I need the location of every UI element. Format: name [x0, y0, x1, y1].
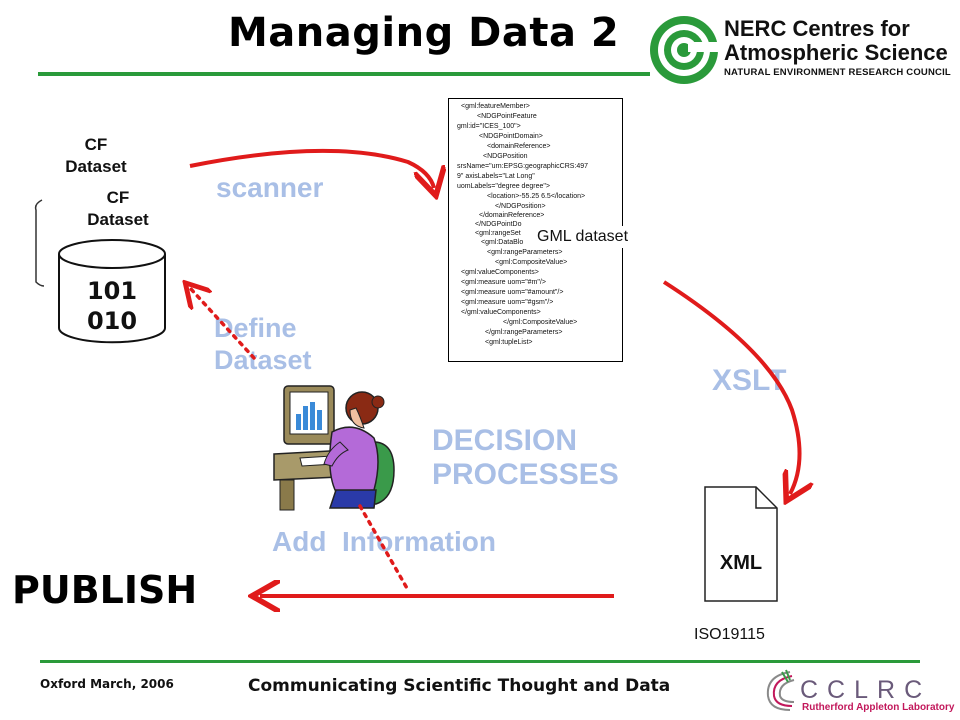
- header-divider: [38, 72, 650, 76]
- add-information-label: Add Information: [272, 526, 496, 557]
- scanner-label: scanner: [216, 172, 324, 203]
- gml-line: gml:id="ICES_100">: [457, 123, 521, 130]
- gml-line: <gml:rangeParameters>: [487, 249, 563, 256]
- gml-line: </gml:valueComponents>: [461, 309, 541, 316]
- gml-line: </NDGPointDo: [475, 221, 522, 228]
- dataset-cylinder-icon: [58, 239, 166, 344]
- add-information-arrow: [358, 504, 410, 592]
- footer-title: Communicating Scientific Thought and Dat…: [248, 676, 671, 696]
- gml-line: <gml:DataBlo: [481, 239, 524, 246]
- binary-data-text: 101 010: [86, 277, 138, 335]
- gml-line: </domainReference>: [479, 212, 545, 219]
- footer-divider: [40, 660, 920, 663]
- xml-label: XML: [719, 552, 763, 574]
- gml-line: <gml:CompositeValue>: [495, 259, 568, 266]
- gml-line: <gml:featureMember>: [461, 103, 530, 110]
- gml-line: <gml:tupleList>: [485, 339, 533, 346]
- gml-line: </NDGPosition>: [495, 203, 546, 210]
- define-dataset-arrow: [190, 288, 256, 360]
- nerc-logo-line3: NATURAL ENVIRONMENT RESEARCH COUNCIL: [724, 67, 951, 78]
- footer-date: Oxford March, 2006: [40, 677, 174, 691]
- gml-line: <gml:measure uom="#m"/>: [461, 279, 546, 286]
- gml-line: <gml:rangeSet: [475, 230, 521, 237]
- gml-line: <gml:measure uom="#gsm"/>: [461, 299, 554, 306]
- cf-dataset-back-label: CF Dataset: [65, 135, 127, 172]
- cclrc-logo-icon: [766, 669, 795, 711]
- scanner-arrow: [189, 148, 434, 188]
- gml-line: </gml:rangeParameters>: [485, 329, 563, 336]
- iso19115-label: ISO19115: [694, 626, 765, 643]
- decision-processes-label: DECISION PROCESSES: [432, 424, 619, 491]
- gml-line: 9" axisLabels="Lat Long": [457, 173, 535, 180]
- gml-line: <NDGPosition: [483, 153, 528, 160]
- gml-line: <location>-55.25 6.5</location>: [487, 193, 586, 200]
- publish-label: PUBLISH: [12, 568, 198, 612]
- cf-dataset-back-shape: [34, 199, 45, 287]
- gml-line: <gml:measure uom="#amount"/>: [461, 289, 564, 296]
- xml-document-icon: [704, 486, 778, 602]
- cf-dataset-front-label: CF Dataset: [87, 188, 149, 229]
- page-title: Managing Data 2: [228, 10, 620, 56]
- gml-line: </gml:CompositeValue>: [503, 319, 578, 326]
- ral-wordmark: Rutherford Appleton Laboratory: [802, 702, 955, 713]
- xslt-arrow: [662, 280, 800, 494]
- gml-line: <gml:valueComponents>: [461, 269, 539, 276]
- nerc-logo-line1: NERC Centres for: [724, 16, 910, 41]
- gml-line: <NDGPointDomain>: [479, 133, 543, 140]
- gml-line: uomLabels="degree degree">: [457, 183, 550, 190]
- nerc-logo-icon: [650, 16, 720, 84]
- gml-dataset-label: GML dataset: [533, 226, 633, 248]
- gml-line: <domainReference>: [487, 143, 551, 150]
- nerc-logo-line2: Atmospheric Science: [724, 40, 948, 65]
- gml-line: srsName="urn:EPSG:geographicCRS:497: [457, 163, 589, 170]
- person-at-computer-icon: [273, 385, 395, 511]
- cclrc-wordmark: CCLRC: [800, 676, 932, 704]
- gml-line: <NDGPointFeature: [477, 113, 537, 120]
